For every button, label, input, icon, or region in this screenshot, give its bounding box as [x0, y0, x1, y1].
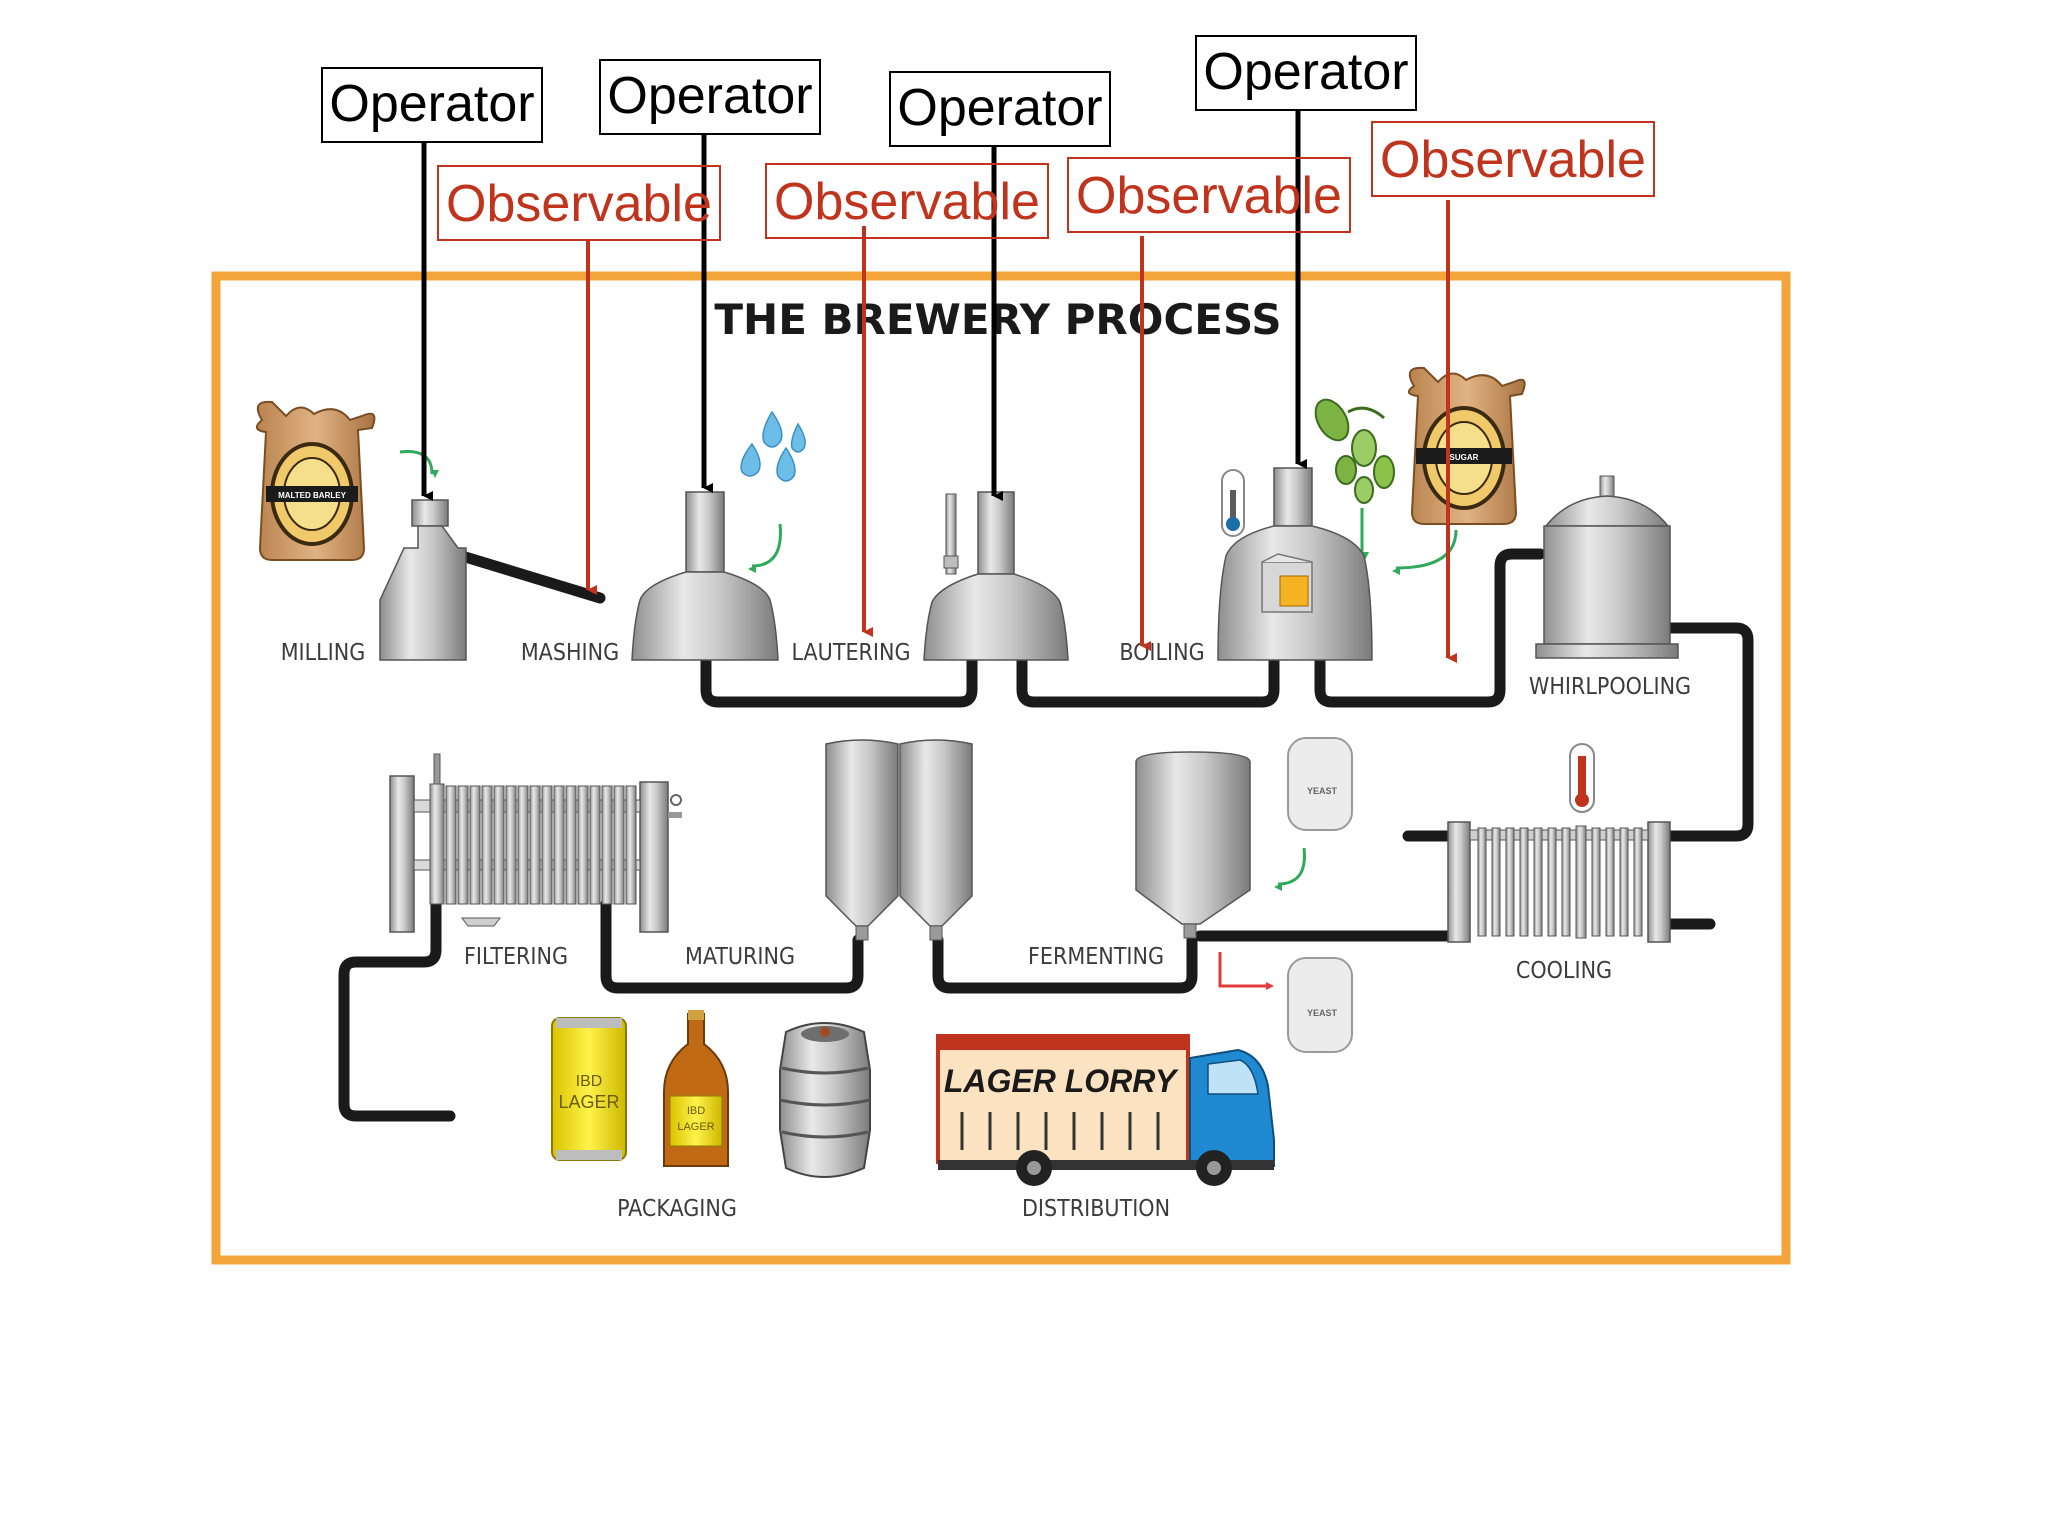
fermenter-icon	[1135, 751, 1251, 939]
sugar-label: SUGAR	[1450, 453, 1479, 462]
operator-label-4: Operator	[1203, 43, 1408, 101]
malted-barley-label: MALTED BARLEY	[278, 491, 347, 500]
keg-icon	[779, 1022, 871, 1178]
stage-label-packaging: PACKAGING	[617, 1196, 737, 1222]
water-drops-icon	[740, 410, 806, 482]
observable-label-2: Observable	[774, 173, 1040, 231]
operator-box-2: Operator	[599, 59, 821, 135]
boil-kettle-icon	[1217, 467, 1373, 661]
observable-box-2: Observable	[765, 163, 1049, 239]
operator-label-3: Operator	[897, 79, 1102, 137]
lauter-tun-icon	[923, 491, 1069, 661]
filter-press-icon	[389, 753, 682, 933]
thermometer-icon	[1221, 469, 1245, 537]
operator-box-3: Operator	[889, 71, 1111, 147]
operator-box-4: Operator	[1195, 35, 1417, 111]
operator-label-2: Operator	[607, 67, 812, 125]
sugar-sack-icon: SUGAR	[1407, 366, 1526, 525]
observable-label-3: Observable	[1076, 167, 1342, 225]
whirlpool-icon	[1535, 475, 1679, 659]
observable-box-1: Observable	[437, 165, 721, 241]
truck-icon: LAGER LORRY	[936, 1034, 1275, 1186]
malted-barley-sack-icon: MALTED BARLEY	[255, 400, 376, 561]
can-label-line2: LAGER	[558, 1092, 619, 1112]
yeast-container-out-icon: YEAST	[1287, 957, 1353, 1053]
operator-arrows	[421, 110, 1307, 501]
water-feed-arrow	[748, 523, 782, 573]
can-label-line1: IBD	[576, 1073, 603, 1090]
diagram-title: THE BREWERY PROCESS	[714, 295, 1281, 344]
operator-label-1: Operator	[329, 75, 534, 133]
cooling-thermometer-icon	[1569, 743, 1595, 813]
stage-label-boiling: BOILING	[1119, 640, 1204, 666]
maturing-tanks-icon	[825, 739, 973, 941]
stage-label-filtering: FILTERING	[464, 944, 568, 970]
observable-label-1: Observable	[446, 175, 712, 233]
mash-tun-icon	[631, 491, 779, 661]
stage-label-distribution: DISTRIBUTION	[1022, 1196, 1170, 1222]
yeast-container-icon: YEAST	[1287, 737, 1353, 831]
stage-label-fermenting: FERMENTING	[1028, 944, 1164, 970]
yeast-label-out: YEAST	[1307, 1008, 1338, 1018]
stage-label-milling: MILLING	[281, 640, 366, 666]
truck-label: LAGER LORRY	[944, 1063, 1179, 1099]
pipes	[338, 548, 1754, 1122]
stage-label-mashing: MASHING	[521, 640, 619, 666]
observable-box-4: Observable	[1371, 121, 1655, 197]
stage-label-whirlpooling: WHIRLPOOLING	[1529, 674, 1691, 700]
hops-icon	[1314, 398, 1395, 504]
sugar-feed-arrow	[1392, 529, 1458, 575]
bottle-label-line1: IBD	[687, 1105, 705, 1117]
yeast-out-arrow	[1218, 952, 1274, 990]
stage-label-cooling: COOLING	[1516, 958, 1612, 984]
cooler-icon	[1447, 821, 1671, 943]
observable-arrows	[586, 200, 1457, 663]
operator-box-1: Operator	[321, 67, 543, 143]
can-icon: IBD LAGER	[551, 1017, 627, 1161]
bottle-label-line2: LAGER	[677, 1121, 714, 1133]
stage-label-maturing: MATURING	[685, 944, 795, 970]
bottle-icon: IBD LAGER	[663, 1010, 729, 1167]
mill-icon	[379, 499, 467, 661]
observable-label-4: Observable	[1380, 131, 1646, 189]
observable-box-3: Observable	[1067, 157, 1351, 233]
stage-label-lautering: LAUTERING	[791, 640, 910, 666]
yeast-label-in: YEAST	[1307, 786, 1338, 796]
yeast-in-arrow	[1274, 847, 1306, 891]
